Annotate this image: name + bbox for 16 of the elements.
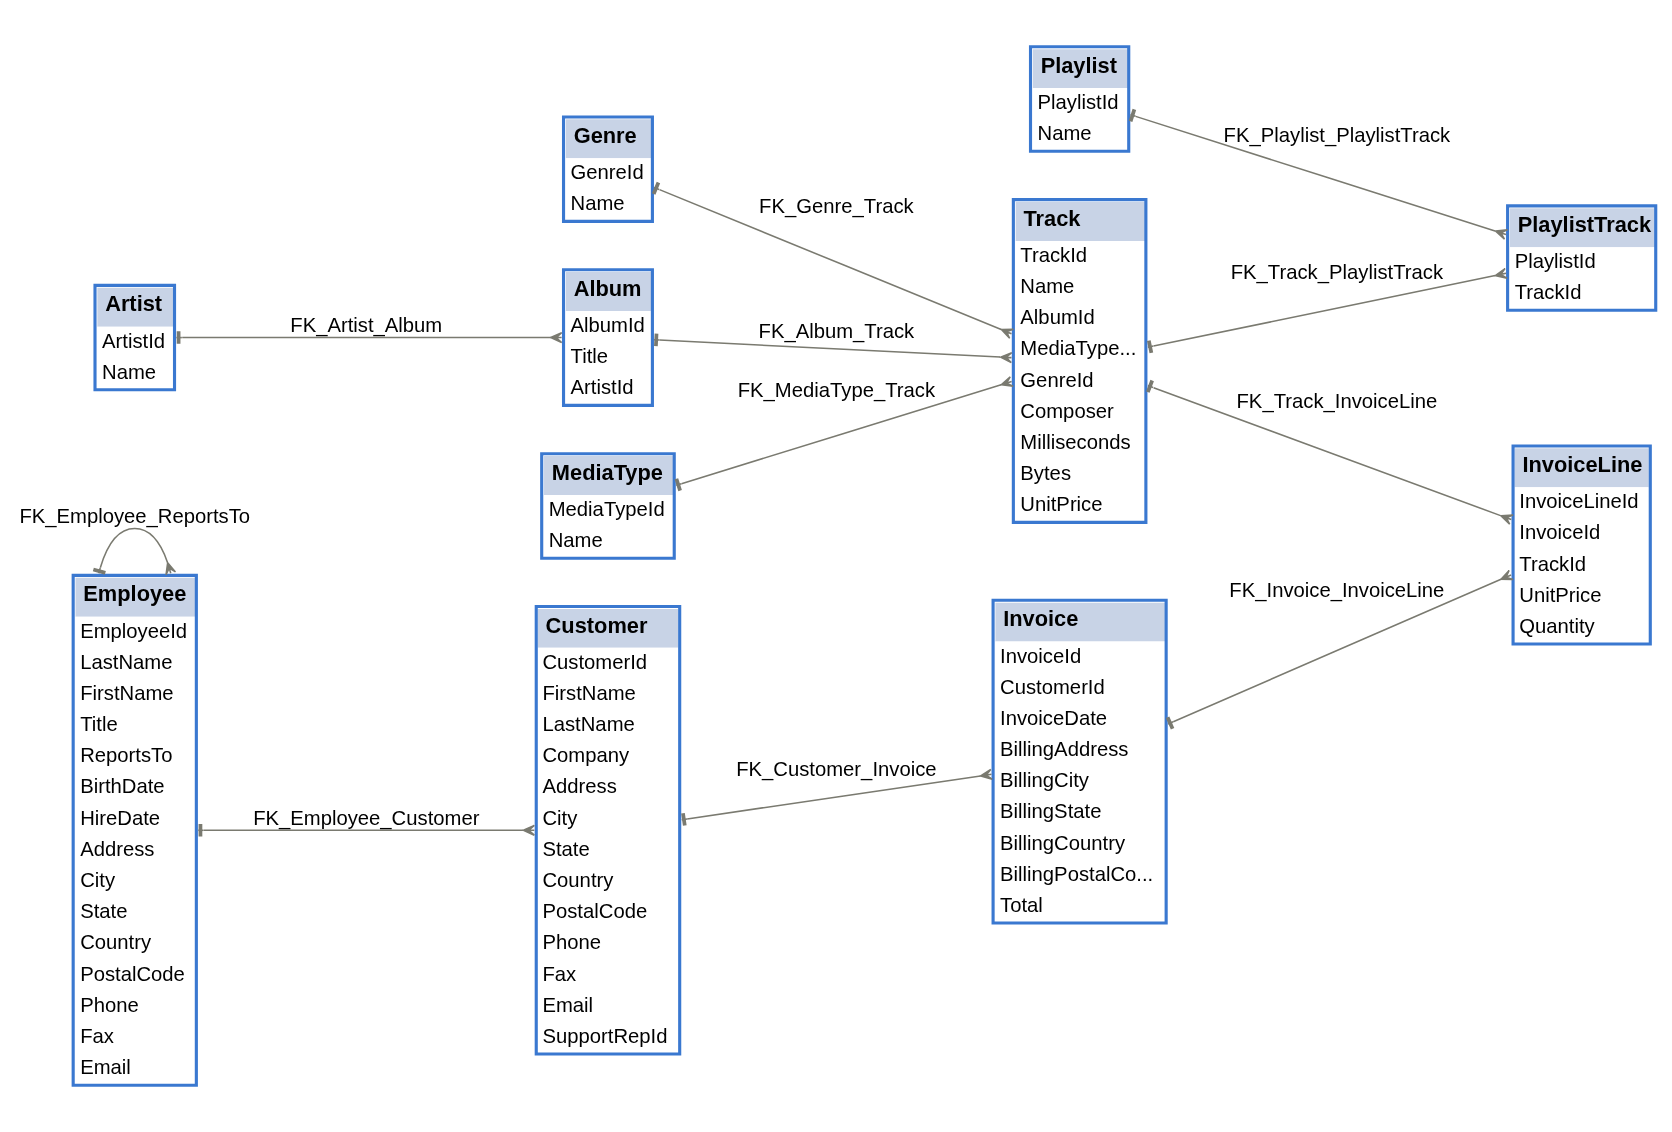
edge-label: FK_MediaType_Track — [737, 379, 936, 402]
edge-label: FK_Genre_Track — [759, 195, 914, 218]
edge-label: FK_Employee_Customer — [253, 806, 480, 829]
edge-label: FK_Employee_ReportsTo — [19, 504, 251, 527]
edge-label: FK_Track_PlaylistTrack — [1230, 260, 1444, 283]
edge-label: FK_Customer_Invoice — [736, 758, 937, 781]
edge-label: FK_Album_Track — [758, 320, 915, 343]
edge-label: FK_Artist_Album — [290, 313, 443, 336]
connector — [674, 376, 1014, 492]
edge-label: FK_Invoice_InvoiceLine — [1229, 579, 1445, 602]
edge-label: FK_Playlist_PlaylistTrack — [1223, 123, 1451, 146]
edge-label: FK_Track_InvoiceLine — [1236, 390, 1438, 413]
connector — [1165, 569, 1514, 730]
connector — [1128, 108, 1509, 240]
connector — [1146, 379, 1514, 525]
connector — [92, 527, 177, 576]
